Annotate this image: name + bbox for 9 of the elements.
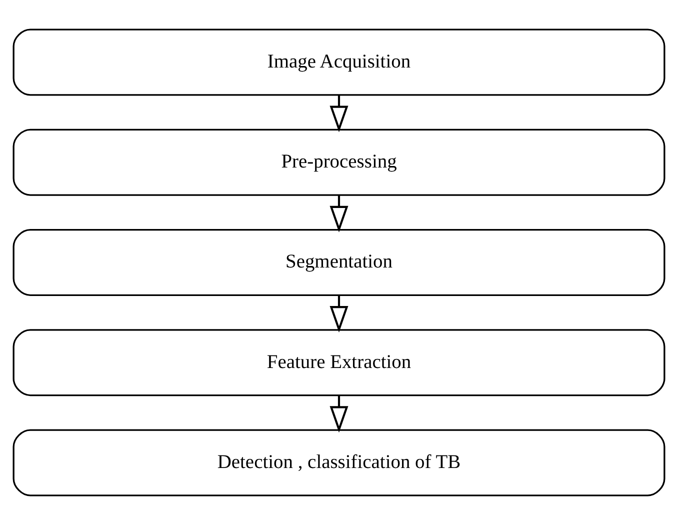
node-box: Segmentation <box>12 228 666 296</box>
arrow <box>330 94 348 132</box>
node-box: Detection , classification of TB <box>12 428 666 496</box>
arrow <box>330 194 348 232</box>
node-box: Image Acquisition <box>12 28 666 96</box>
node-box: Pre-processing <box>12 128 666 196</box>
arrow <box>330 394 348 432</box>
node-box: Feature Extraction <box>12 328 666 396</box>
arrow <box>330 294 348 332</box>
